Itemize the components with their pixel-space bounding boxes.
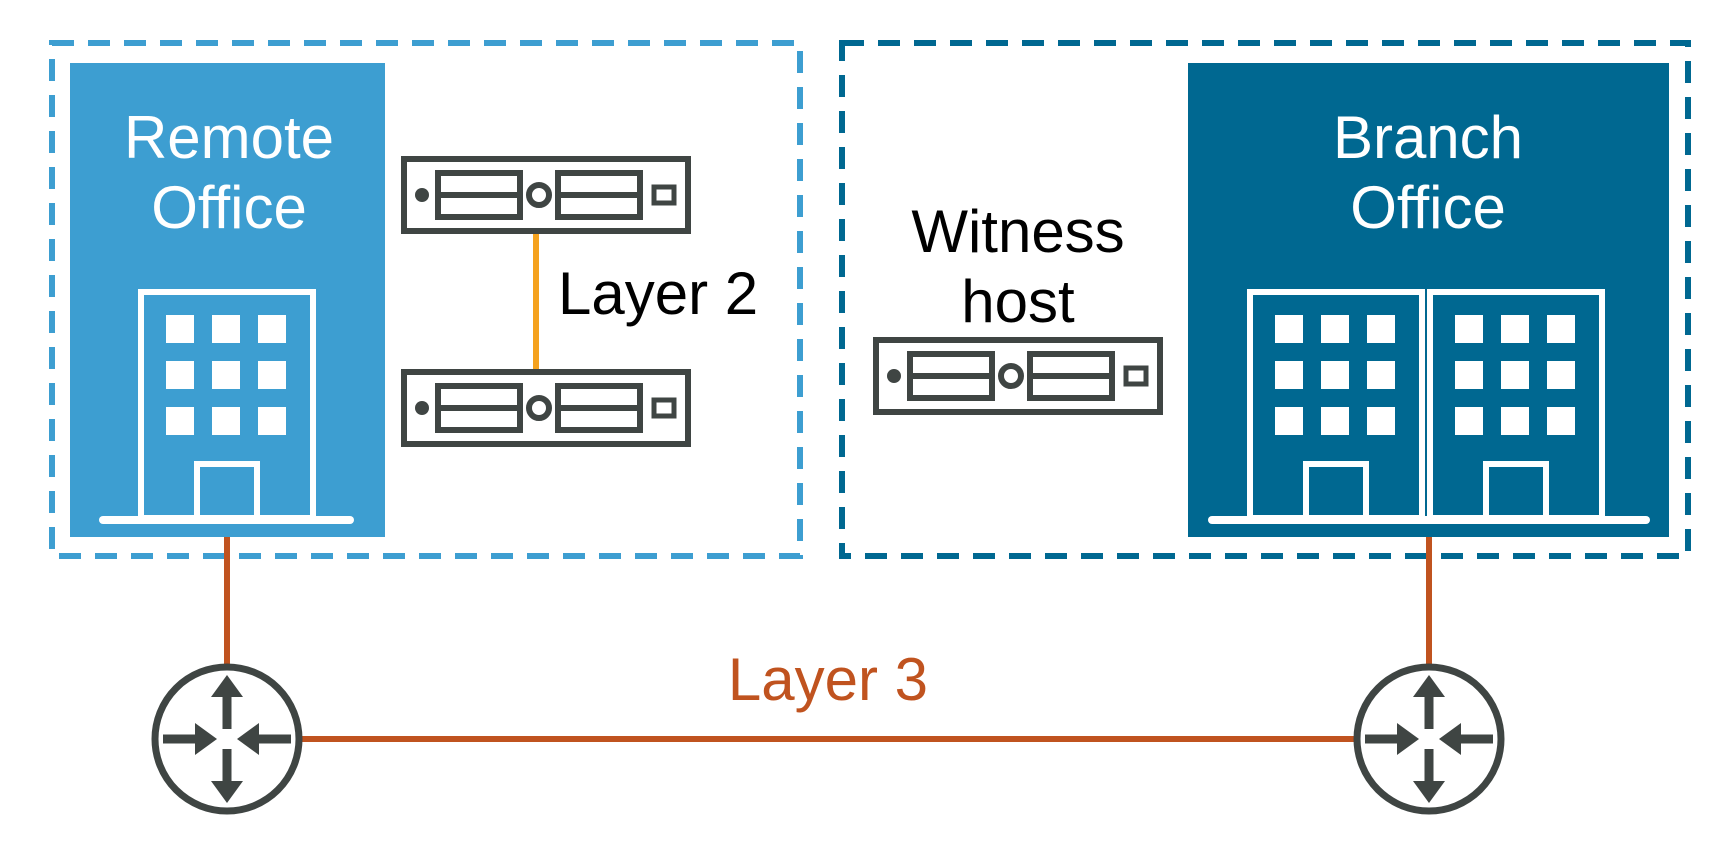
rack-server-icon	[404, 372, 688, 444]
branch-office-title-line1: Branch	[1333, 104, 1523, 171]
witness-label-line1: Witness	[911, 198, 1124, 265]
router-icon	[155, 667, 299, 811]
layer2-label: Layer 2	[558, 260, 758, 327]
office-building-pair-icon	[1208, 289, 1650, 524]
witness-server-icon	[876, 340, 1160, 412]
remote-office-panel	[70, 63, 385, 537]
branch-site-boundary	[839, 40, 1691, 559]
layer3-label: Layer 3	[728, 646, 928, 713]
office-building-icon	[99, 289, 354, 524]
remote-office-title-line1: Remote	[124, 104, 334, 171]
branch-office-title-line2: Office	[1350, 174, 1506, 241]
router-icon	[1357, 667, 1501, 811]
remote-office-title-line2: Office	[151, 174, 307, 241]
rack-server-icon	[404, 159, 688, 231]
remote-site-boundary	[49, 40, 803, 559]
witness-label-line2: host	[961, 268, 1075, 335]
